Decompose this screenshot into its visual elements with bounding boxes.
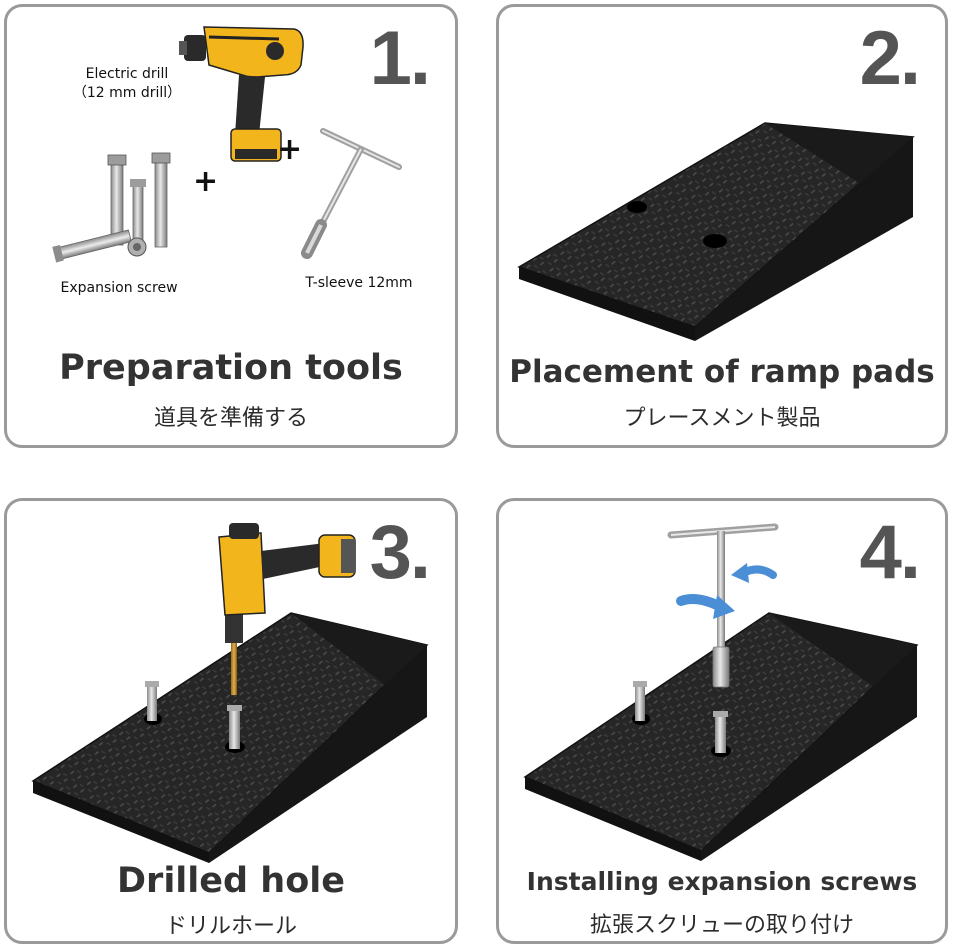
step-panel-preparation: 1. Electric drill （12 mm drill） + + Expa… <box>4 4 458 448</box>
panel-subtitle: プレースメント製品 <box>623 406 821 431</box>
electric-drill-icon <box>179 26 304 162</box>
rotate-arrow-icon <box>676 594 726 612</box>
step-number: 3. <box>369 510 431 595</box>
step-panel-installing: 4. Installing expansion screws 拡張スクリューの取… <box>496 498 948 944</box>
installing-screws-image <box>523 523 919 861</box>
step-panel-drilling: 3. Drilled hole ドリルホール <box>4 498 458 944</box>
ramp-hole <box>627 201 647 213</box>
step-panel-placement: 2. Placement of ramp pads プレースメント製品 <box>496 4 948 448</box>
t-sleeve-icon <box>667 523 779 688</box>
step-number: 2. <box>859 16 921 101</box>
panel-title: Placement of ramp pads <box>509 354 935 390</box>
panel-subtitle: 道具を準備する <box>153 406 308 431</box>
t-sleeve-label: T-sleeve 12mm <box>305 275 413 291</box>
drilling-ramp-image <box>31 523 429 863</box>
plus-sign: + <box>277 132 303 167</box>
electric-drill-icon <box>218 523 356 695</box>
step-number: 4. <box>859 510 921 595</box>
panel-subtitle: 拡張スクリューの取り付け <box>589 913 854 938</box>
panel-subtitle: ドリルホール <box>164 914 297 939</box>
expansion-screw-label: Expansion screw <box>60 280 178 296</box>
ramp-pad-image <box>517 122 915 341</box>
t-sleeve-icon <box>301 128 402 259</box>
step-number: 1. <box>369 16 431 101</box>
panel-title: Drilled hole <box>117 861 345 901</box>
drill-label: Electric drill （12 mm drill） <box>72 66 182 101</box>
plus-sign: + <box>193 164 219 199</box>
panel-title: Installing expansion screws <box>526 867 918 896</box>
expansion-screw-icon <box>52 152 171 263</box>
ramp-hole <box>703 234 727 248</box>
panel-title: Preparation tools <box>59 348 403 388</box>
